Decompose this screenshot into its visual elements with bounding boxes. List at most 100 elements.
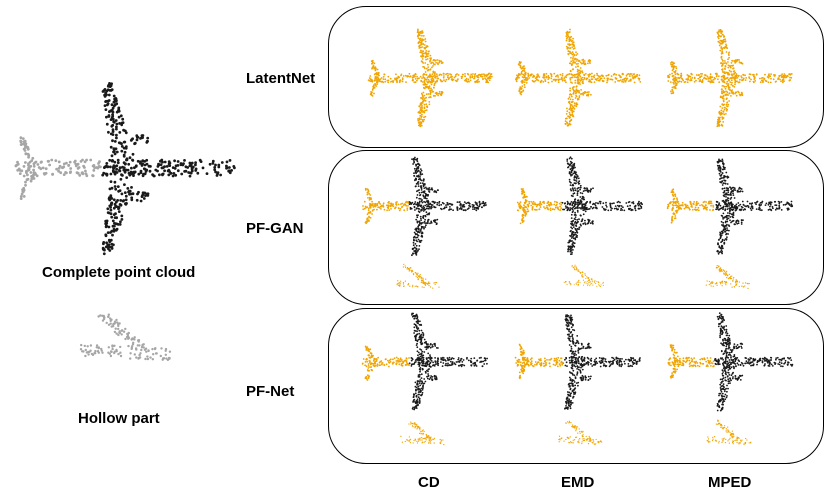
hollow-part-label: Hollow part [78, 410, 160, 427]
point [719, 116, 721, 119]
point [576, 91, 579, 93]
point [107, 313, 110, 316]
point [568, 62, 571, 65]
point [581, 220, 583, 222]
point [569, 28, 571, 31]
point [380, 360, 383, 362]
point [429, 54, 432, 57]
point [568, 241, 571, 244]
point [30, 175, 34, 178]
point [134, 165, 138, 168]
point [752, 80, 755, 83]
point [412, 247, 415, 250]
point [27, 168, 31, 172]
point [109, 180, 113, 183]
point [414, 251, 417, 253]
point [422, 178, 425, 181]
point [444, 364, 447, 367]
point [675, 78, 678, 81]
point [721, 215, 724, 217]
point [32, 177, 36, 180]
point [634, 209, 637, 212]
point [423, 200, 425, 203]
point [140, 164, 144, 167]
point [684, 81, 687, 83]
point [741, 200, 744, 203]
point [721, 33, 724, 36]
point [730, 206, 733, 209]
point [727, 217, 730, 220]
point [716, 267, 718, 269]
point [488, 72, 490, 75]
point [764, 73, 766, 76]
point [672, 201, 675, 204]
point [520, 206, 523, 208]
point [373, 62, 376, 65]
point [518, 206, 521, 209]
point [85, 158, 88, 162]
point [719, 204, 722, 207]
point [176, 169, 180, 173]
pf-net-cd-airplane [361, 312, 488, 411]
point [394, 207, 396, 210]
point [578, 269, 580, 271]
point [473, 75, 476, 78]
point [573, 268, 575, 270]
point [415, 163, 418, 166]
point [362, 208, 365, 211]
point [566, 200, 569, 203]
point [579, 199, 582, 202]
point [571, 168, 574, 171]
point [140, 346, 144, 349]
point [719, 232, 722, 235]
point [576, 76, 579, 79]
point [372, 85, 375, 88]
point [555, 201, 558, 204]
point [578, 91, 581, 94]
point [632, 201, 635, 203]
point [729, 89, 731, 92]
pf-gan-emd-airplane [516, 156, 643, 256]
point [406, 75, 409, 78]
point [474, 81, 476, 83]
point [521, 69, 524, 72]
point [561, 74, 564, 77]
point [467, 78, 470, 81]
point [740, 219, 743, 221]
point [109, 89, 113, 92]
point [102, 248, 106, 251]
point [579, 83, 581, 85]
point [570, 64, 573, 67]
point [574, 216, 577, 218]
point [419, 171, 421, 173]
point [67, 164, 70, 167]
point [719, 112, 721, 115]
point [174, 173, 178, 177]
point [576, 281, 578, 283]
point [719, 169, 721, 172]
point [420, 228, 422, 231]
point [372, 206, 375, 208]
point [587, 222, 590, 224]
point [399, 79, 402, 81]
point [76, 162, 80, 166]
point [733, 76, 735, 79]
point [575, 102, 578, 105]
point [106, 165, 110, 169]
point [39, 161, 43, 164]
point [363, 207, 366, 210]
point [707, 80, 710, 83]
point [430, 356, 433, 359]
point [425, 109, 428, 111]
point [716, 125, 719, 128]
point [576, 209, 579, 212]
point [565, 113, 568, 115]
point [463, 201, 466, 203]
point [425, 207, 428, 210]
point [469, 77, 472, 79]
point [114, 204, 118, 208]
point [723, 86, 726, 88]
point [678, 76, 680, 79]
point [571, 264, 573, 267]
point [390, 202, 393, 205]
